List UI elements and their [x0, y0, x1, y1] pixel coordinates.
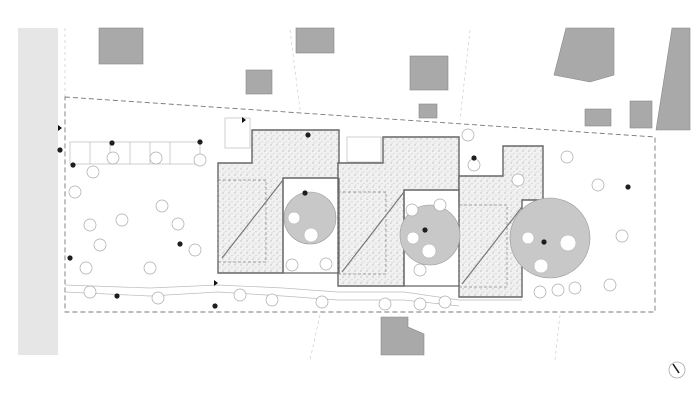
tree-dot — [625, 184, 631, 190]
property-lines — [64, 28, 561, 361]
tree — [591, 178, 605, 192]
tree-dot — [541, 239, 547, 245]
tree-dot — [67, 255, 73, 261]
courtyards — [283, 191, 591, 279]
tree — [461, 128, 475, 142]
tree-dot — [177, 241, 183, 247]
tree-dot — [471, 155, 477, 161]
site-boundary — [64, 96, 656, 313]
tree — [319, 257, 333, 271]
tree — [68, 185, 82, 199]
tree — [155, 199, 169, 213]
tree — [615, 229, 629, 243]
tree-dot — [109, 140, 115, 146]
tree — [233, 288, 247, 302]
tree — [315, 295, 329, 309]
tree — [93, 238, 107, 252]
tree — [603, 278, 617, 292]
north-arrow-icon — [668, 361, 686, 379]
tree — [106, 151, 120, 165]
tree-dot — [70, 162, 76, 168]
courtyard-1 — [283, 191, 337, 245]
tree — [405, 203, 419, 217]
tree — [438, 295, 452, 309]
neighbor-buildings — [98, 27, 691, 356]
tree — [467, 158, 481, 172]
tree-dot — [57, 147, 63, 153]
tree-dot — [422, 227, 428, 233]
tree — [551, 283, 565, 297]
tree — [378, 297, 392, 311]
tree — [433, 198, 447, 212]
courtyard-openings — [287, 211, 577, 274]
tree-dot — [114, 293, 120, 299]
courtyard-3 — [509, 197, 591, 279]
ramps — [221, 179, 523, 285]
tree — [265, 293, 279, 307]
tree — [413, 263, 427, 277]
tree — [143, 261, 157, 275]
entry-markers — [58, 117, 246, 286]
tree — [193, 153, 207, 167]
road — [18, 28, 58, 355]
tree — [568, 281, 582, 295]
tree — [83, 285, 97, 299]
tree — [285, 258, 299, 272]
buildings — [217, 129, 544, 298]
tree — [151, 291, 165, 305]
tree-dot — [197, 139, 203, 145]
tree — [188, 243, 202, 257]
tree — [79, 261, 93, 275]
tree — [171, 217, 185, 231]
tree-dots — [57, 132, 631, 309]
tree — [511, 173, 525, 187]
tree-dot — [212, 303, 218, 309]
trees — [68, 128, 629, 311]
tree — [413, 297, 427, 311]
courtyard-2 — [399, 204, 461, 266]
tree-dot — [302, 190, 308, 196]
tree — [560, 150, 574, 164]
tree — [86, 165, 100, 179]
tree — [533, 285, 547, 299]
tree — [115, 213, 129, 227]
tree-dot — [305, 132, 311, 138]
tree — [149, 151, 163, 165]
tree — [83, 218, 97, 232]
